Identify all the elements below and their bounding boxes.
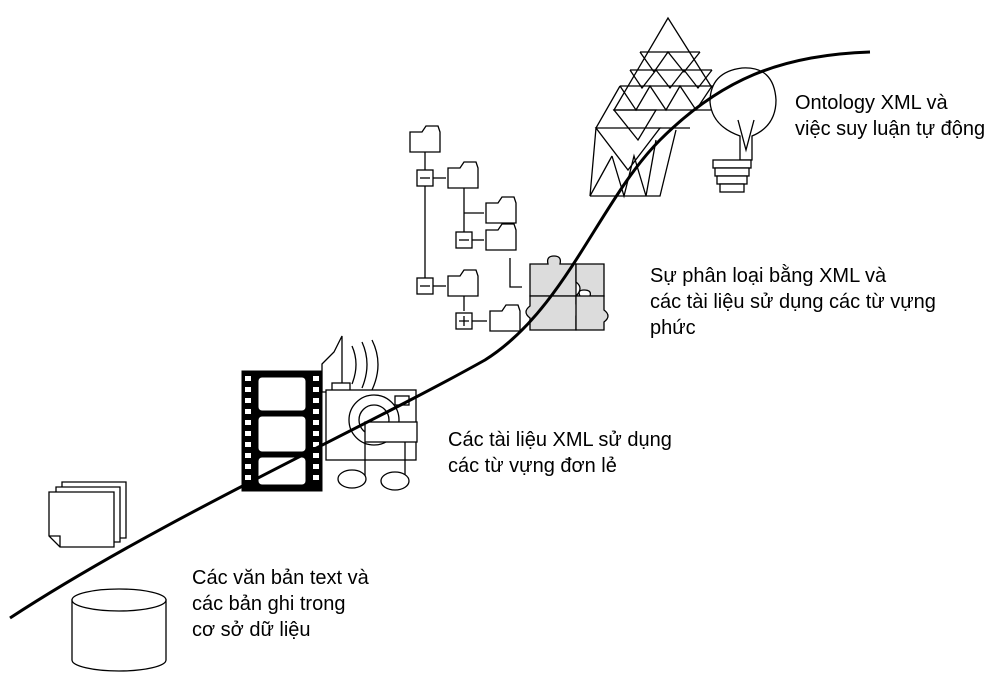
stage-label-xml-single: Các tài liệu XML sử dụng các từ vựng đơn…	[448, 427, 672, 479]
label-line: Các tài liệu XML sử dụng	[448, 427, 672, 453]
label-line: Các văn bản text và	[192, 565, 369, 591]
stage-label-xml-taxonomy: Sự phân loại bằng XML và các tài liệu sử…	[650, 263, 936, 341]
label-line: việc suy luận tự động	[795, 116, 985, 142]
label-line: các tài liệu sử dụng các từ vựng	[650, 289, 936, 315]
stage-label-text-db: Các văn bản text và các bản ghi trong cơ…	[192, 565, 369, 643]
label-line: Ontology XML và	[795, 90, 985, 116]
puzzle-icon	[526, 256, 608, 330]
database-icon	[72, 589, 166, 671]
documents-icon	[49, 482, 126, 547]
label-line: cơ sở dữ liệu	[192, 617, 369, 643]
stage-label-xml-ontology: Ontology XML và việc suy luận tự động	[795, 90, 985, 142]
label-line: các bản ghi trong	[192, 591, 369, 617]
label-line: các từ vựng đơn lẻ	[448, 453, 672, 479]
lightbulb-icon	[710, 68, 776, 192]
label-line: Sự phân loại bằng XML và	[650, 263, 936, 289]
folder-tree-icon	[410, 126, 522, 331]
label-line: phức	[650, 315, 936, 341]
ontology-triangles-icon	[590, 18, 726, 196]
film-strip-icon	[242, 371, 322, 491]
